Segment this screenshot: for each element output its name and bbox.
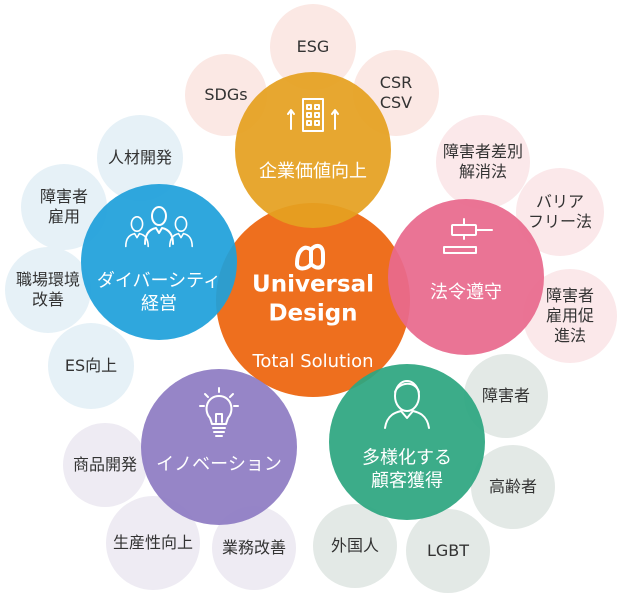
diversity-satellite-circle [5, 247, 91, 333]
lightbulb-icon [199, 387, 239, 437]
ud-logo-icon [294, 243, 325, 271]
diversity-satellite-circle [21, 164, 107, 250]
enterprise-satellite-circle [270, 4, 356, 90]
customers-satellite-circle [406, 509, 490, 593]
building-icon [287, 98, 339, 132]
legal-satellite-circle [516, 168, 604, 256]
customers-satellite-circle [464, 354, 548, 438]
legal-circle [388, 199, 544, 355]
legal-satellite-circle [523, 269, 617, 363]
innovation-satellite-circle [63, 423, 147, 507]
person-icon [384, 380, 430, 429]
diversity-circle [81, 184, 237, 340]
innovation-circle [141, 369, 297, 525]
team-icon [124, 206, 194, 248]
customers-satellite-circle [313, 504, 397, 588]
center-circle [216, 203, 410, 397]
diversity-satellite-circle [48, 323, 134, 409]
diversity-satellite-circle [97, 115, 183, 201]
customers-satellite-circle [471, 445, 555, 529]
gavel-icon [443, 218, 493, 254]
enterprise-circle [235, 72, 391, 228]
legal-satellite-circle [436, 115, 530, 209]
customers-circle [329, 364, 485, 520]
innovation-satellite-circle [106, 496, 200, 590]
innovation-satellite-circle [212, 506, 296, 590]
